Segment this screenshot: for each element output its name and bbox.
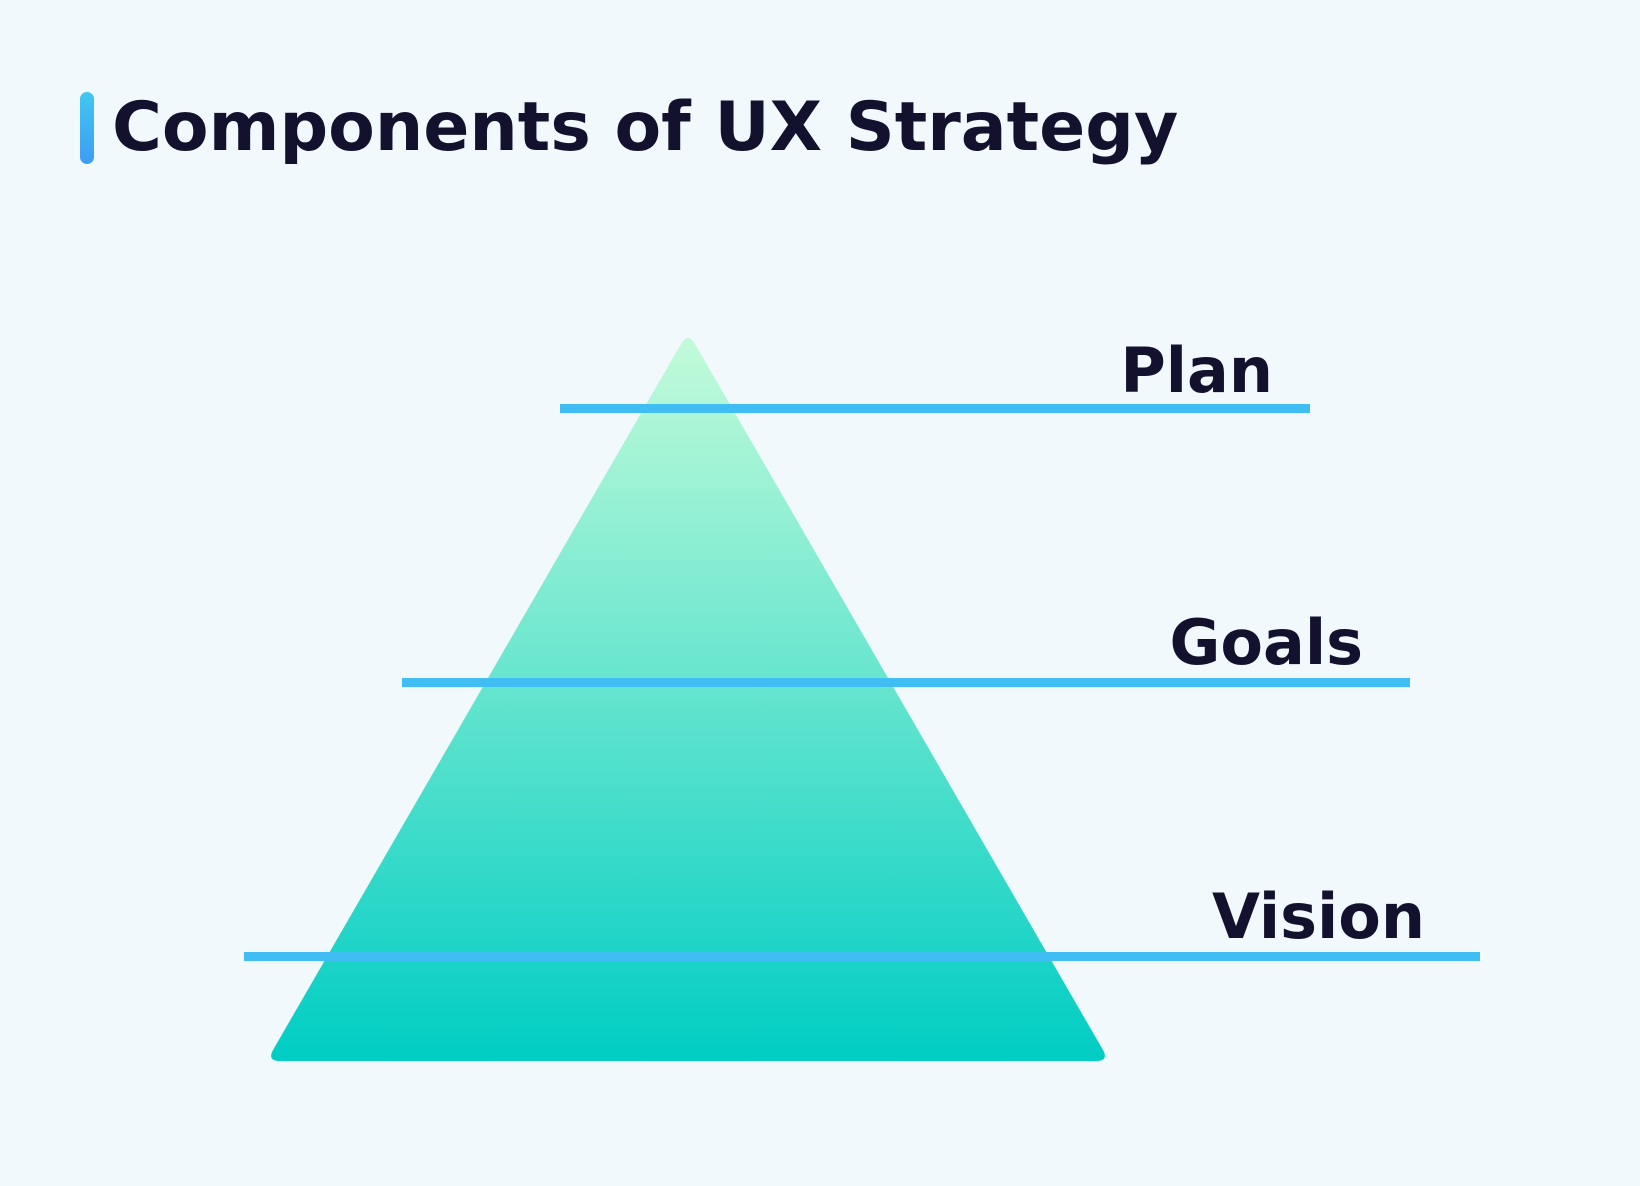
vision-line: [244, 952, 1480, 961]
title-accent-bar: [80, 92, 94, 164]
page-title: Components of UX Strategy: [112, 88, 1179, 167]
goals-line: [402, 678, 1410, 687]
plan-line: [560, 404, 1310, 413]
goals-label: Goals: [1170, 606, 1363, 679]
vision-label: Vision: [1212, 880, 1425, 953]
title-bar: Components of UX Strategy: [80, 88, 1178, 168]
pyramid-shape: [271, 338, 1105, 1061]
plan-label: Plan: [1120, 334, 1273, 407]
